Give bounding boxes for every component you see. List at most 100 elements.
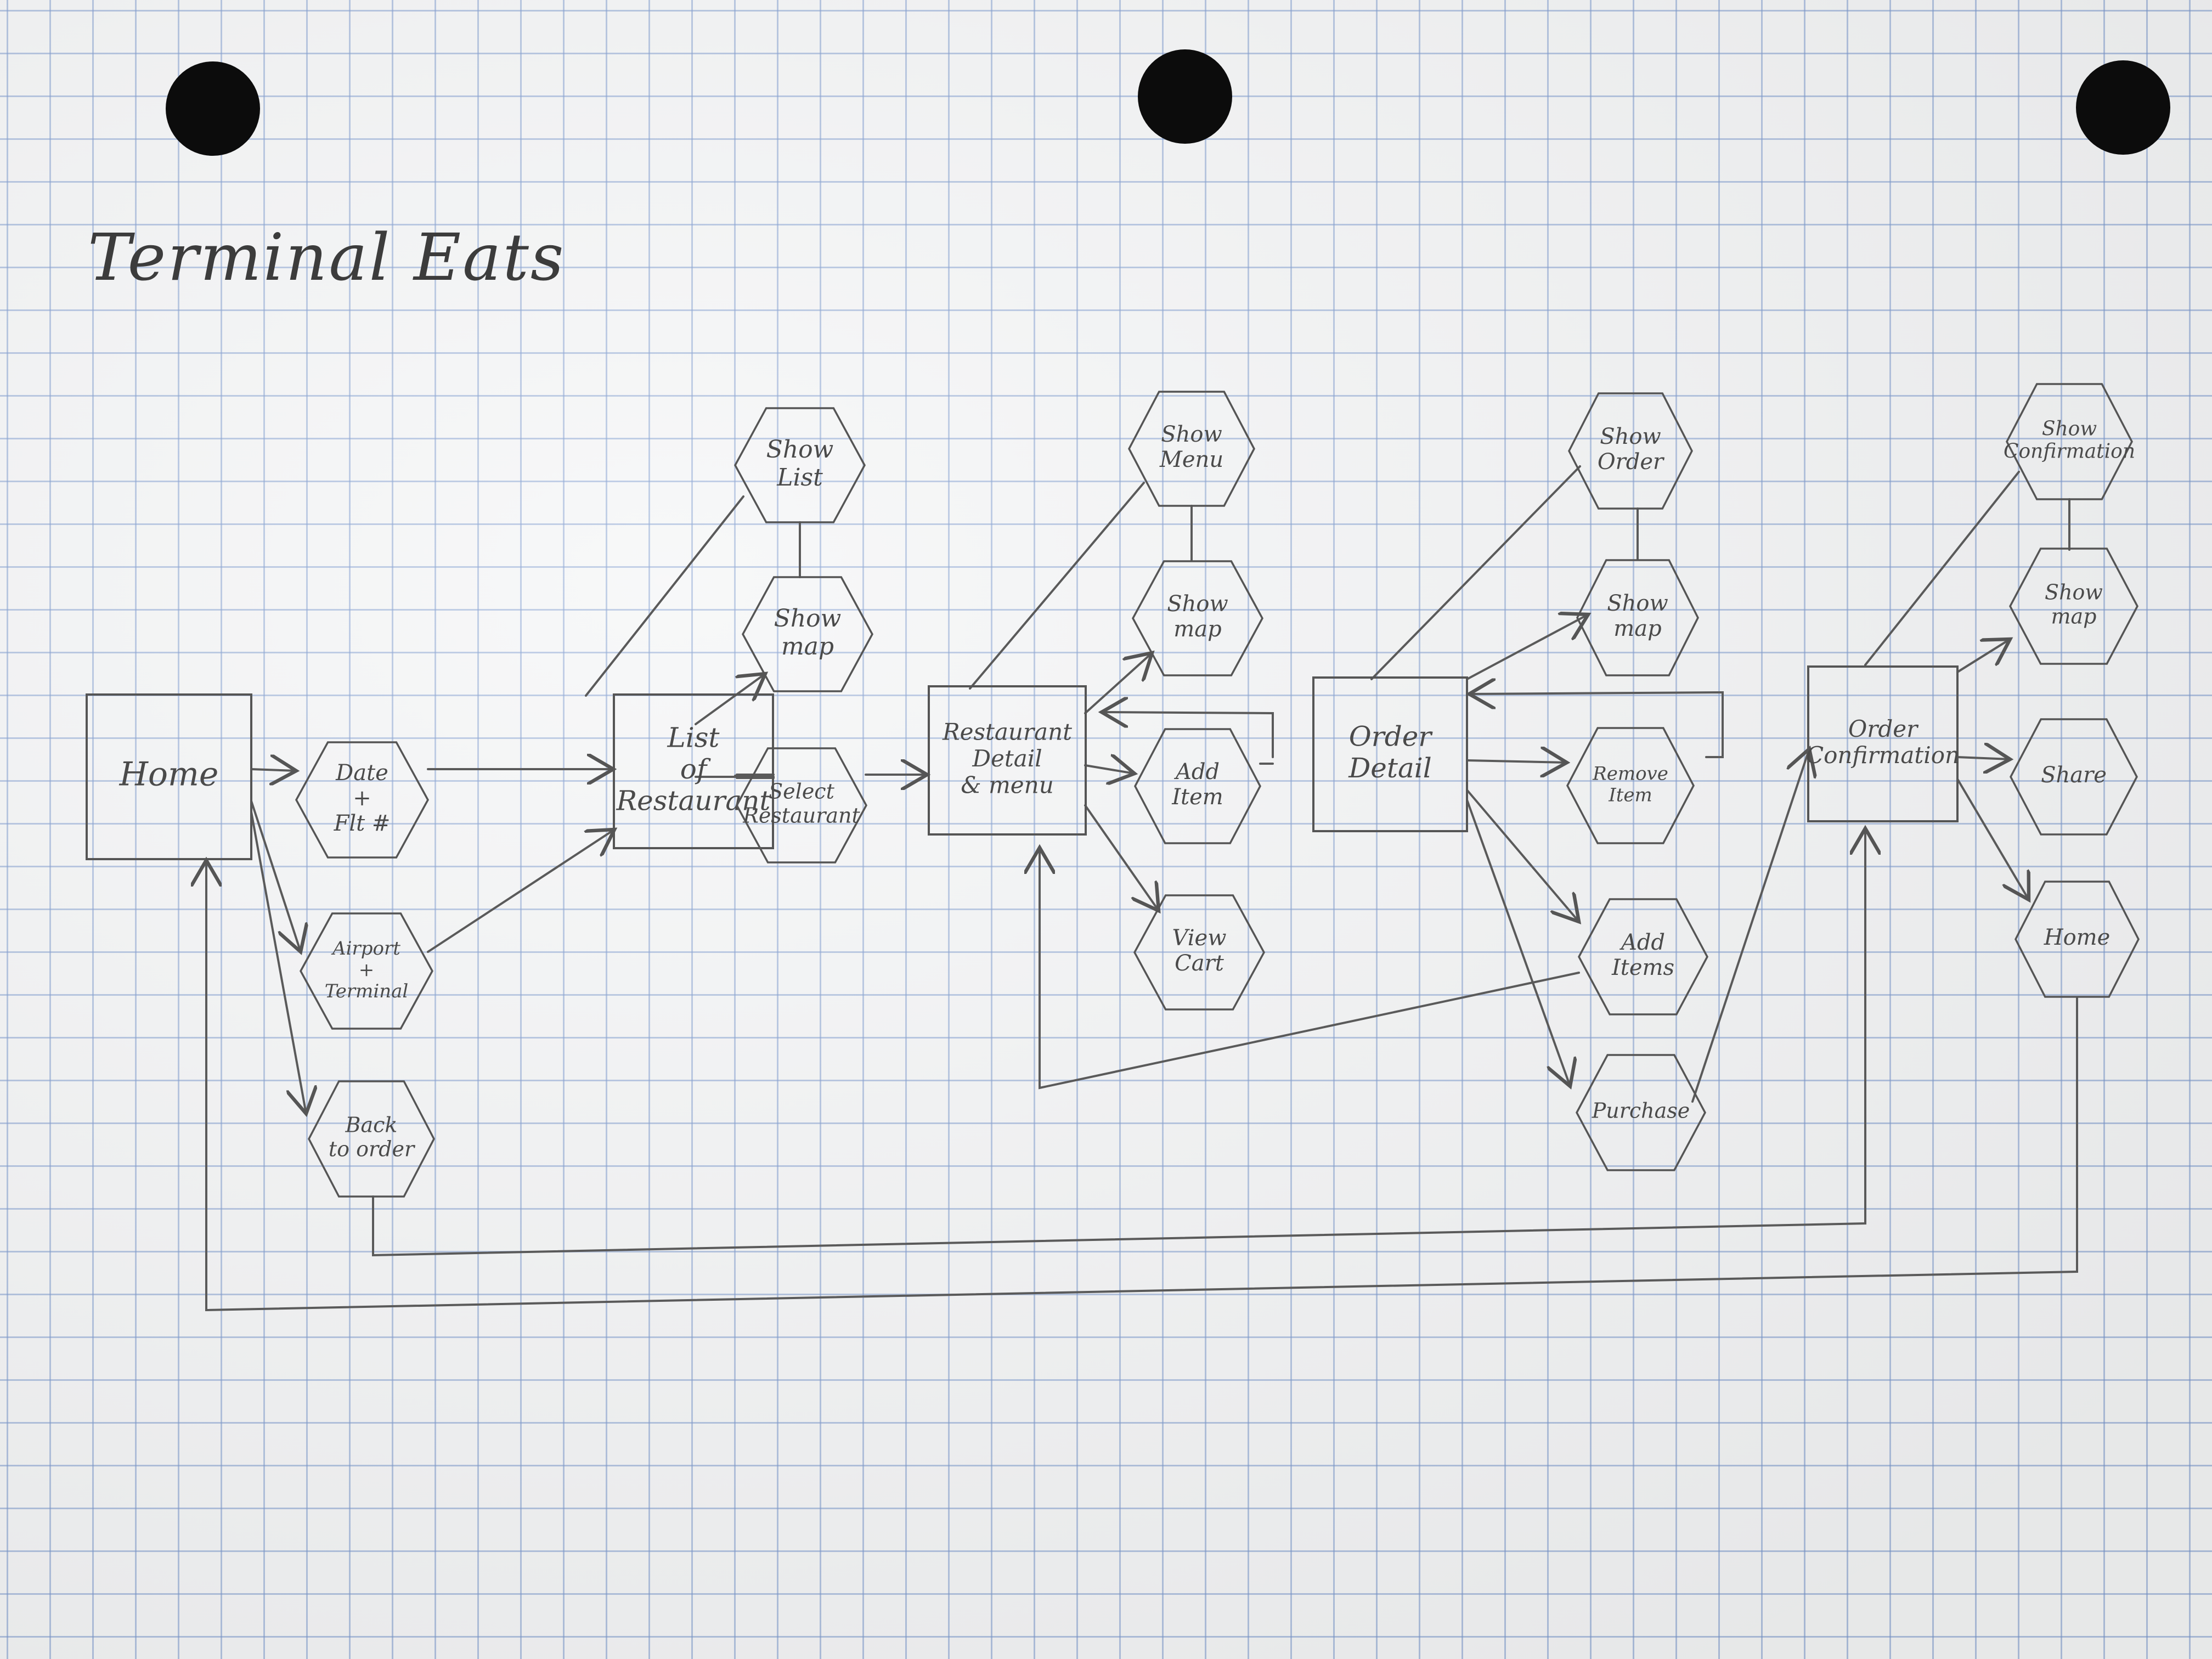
node-label-line: Home [2044,925,2111,950]
action-hexagon [2006,383,2133,500]
connector-line [1469,692,1724,758]
node-label-line: Restaurant [942,719,1072,746]
binder-hole-left [166,61,260,156]
action-hexagon [300,912,433,1030]
binder-hole-center [1138,49,1232,144]
node-label-line: Detail [1348,752,1432,784]
node-label-line: Item [1171,785,1223,810]
node-label-line: Terminal [325,980,409,1002]
connector-line [250,811,306,1114]
action-hexagon [742,576,873,692]
action-hexagon [734,407,866,523]
connector-line [427,830,614,953]
node-home-2: Home [2015,881,2140,998]
connector-line [1370,465,1581,680]
action-hexagon [1132,560,1263,676]
action-hexagon [295,741,429,859]
node-label-line: & menu [961,771,1054,798]
node-label-line: Flt # [334,811,391,836]
action-hexagon [1576,559,1699,676]
node-home: Home [86,693,252,860]
connector-line [1466,799,1570,1086]
action-hexagon [2015,881,2140,998]
node-label-line: Item [1608,785,1652,806]
node-label-line: Cart [1175,951,1224,976]
action-hexagon [1566,727,1695,844]
node-label-line: map [781,633,834,661]
node-label-line: to order [329,1137,416,1161]
connector-line [969,482,1145,690]
node-label-line: Remove [1592,763,1668,785]
node-label-line: Show [1600,424,1661,449]
connector-line [372,828,1865,1257]
node-label-line: Order [1349,720,1433,752]
node-label-line: Restaurant [742,803,860,827]
node-label-line: Share [2041,763,2107,788]
node-label-line: Back [345,1113,398,1137]
node-label-line: Show [774,605,842,633]
screen-box [86,693,252,860]
action-hexagon [736,747,867,864]
connector-line [1102,712,1274,726]
node-label-line: Show [2042,417,2097,440]
connector-line [695,674,765,725]
node-label-line: Order [1848,715,1919,742]
node-label-line: Menu [1159,447,1223,472]
connector-line [1956,757,2010,759]
connector-line [585,495,744,697]
action-hexagon [1133,894,1265,1011]
node-label-line: Add [1173,759,1220,785]
node-label-line: + [359,959,375,981]
action-hexagon [2009,548,2138,665]
screen-box [1312,676,1468,832]
action-hexagon [1128,391,1255,507]
connector-line [1040,848,1580,1090]
node-label-line: List [667,722,720,754]
node-label-line: map [2051,604,2096,628]
node-label-line: map [1613,616,1661,641]
connector-line [1084,653,1152,714]
connector-line [1956,639,2010,673]
node-label-line: Home [119,755,219,794]
binder-hole-right [2076,60,2170,155]
node-label-line: Show [1161,422,1222,447]
node-label-line: + [353,786,371,811]
node-label-line: Date [335,760,388,786]
action-hexagon [2010,718,2138,836]
node-label-line: Select [769,780,834,804]
node-label-line: Add [1619,930,1665,955]
action-hexagon [1576,1054,1706,1171]
node-label-line: Detail [972,745,1042,772]
connector-line [250,800,301,952]
node-share: Share [2010,718,2138,836]
connector-line [1466,789,1579,922]
node-label-line: Show [766,436,834,464]
action-hexagon [308,1080,435,1198]
connector-line [1466,614,1588,680]
node-label-line: Order [1598,449,1665,475]
node-label-line: Airport [331,938,400,960]
diagram-title: Terminal Eats [88,219,566,295]
action-hexagon [1134,728,1261,844]
node-label-line: List [776,464,823,492]
connector-line [1084,765,1135,774]
connector-line [1084,804,1159,911]
node-label-line: Show [1607,591,1668,616]
connector-line [206,860,2078,1312]
connector-lines [206,465,2078,1312]
